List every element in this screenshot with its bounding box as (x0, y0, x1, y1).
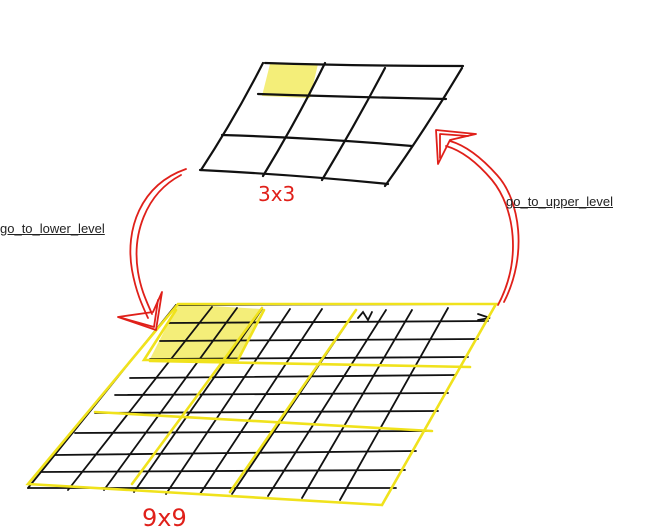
upper-grid-label: 3x3 (258, 182, 295, 206)
lower-grid-label: 9x9 (142, 504, 187, 531)
arrow-to-lower (117, 168, 187, 331)
upper-grid-highlight (262, 64, 318, 98)
go-to-upper-level-link[interactable]: go_to_upper_level (506, 194, 613, 209)
upper-grid: 3x3 (198, 61, 465, 206)
go-to-lower-level-link[interactable]: go_to_lower_level (0, 221, 105, 236)
arrow-to-upper (435, 129, 520, 306)
lower-grid: 9x9 (25, 302, 499, 531)
